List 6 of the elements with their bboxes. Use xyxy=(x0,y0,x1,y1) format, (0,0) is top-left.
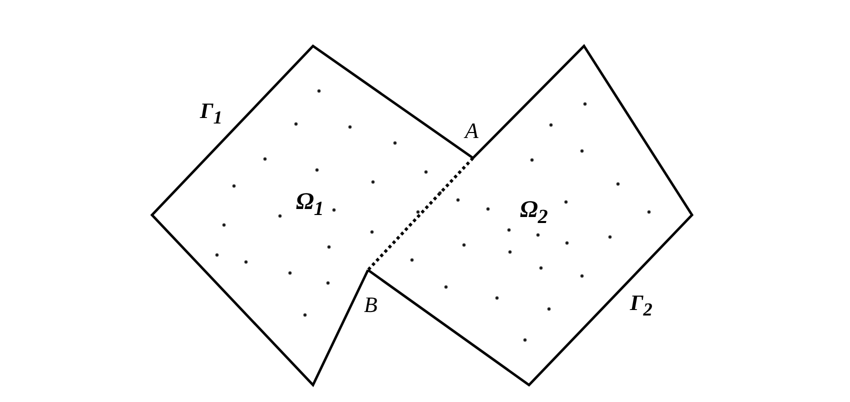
region-label: Ω$_{1}$ xyxy=(296,190,324,219)
point-label: A xyxy=(465,120,478,142)
point-label: B xyxy=(364,294,378,316)
boundary-label: Γ$_{1}$ xyxy=(200,100,222,127)
boundary-label: Γ$_{2}$ xyxy=(630,292,652,319)
region-label: Ω$_{2}$ xyxy=(520,198,548,227)
